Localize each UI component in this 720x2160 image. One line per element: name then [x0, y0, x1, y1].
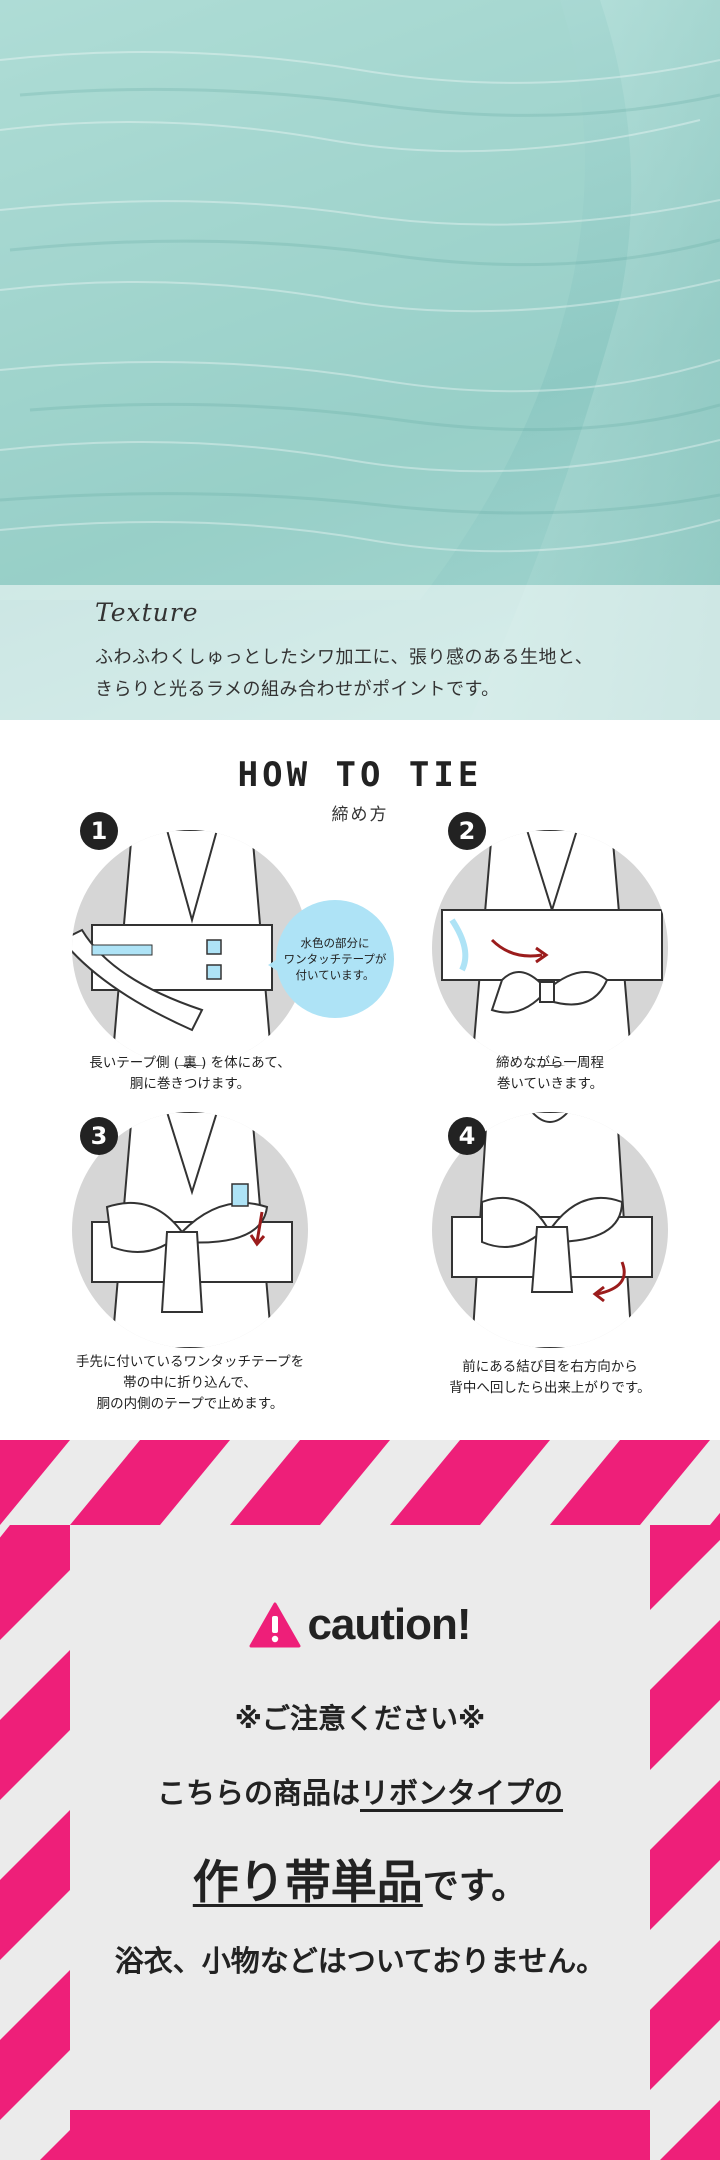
texture-title: Texture — [95, 598, 199, 627]
texture-description-line-2: きらりと光るラメの組み合わせがポイントです。 — [95, 679, 500, 700]
kimono-wrapping-bow-illustration — [441, 830, 663, 1066]
step-4-number: 4 — [448, 1117, 486, 1155]
kimono-wrap-illustration — [72, 830, 274, 1066]
caution-line-1: こちらの商品はリボンタイプの — [156, 1776, 564, 1810]
step-3-caption: 手先に付いているワンタッチテープを 帯の中に折り込んで、 胴の内側のテープで止め… — [75, 1354, 305, 1412]
single-belt-emphasis: 作り帯単品 — [192, 1855, 423, 1909]
caution-line-3: 浴衣、小物などはついておりません。 — [114, 1944, 606, 1978]
how-to-tie-subtitle: 締め方 — [331, 805, 389, 825]
texture-caption-band — [0, 585, 720, 720]
warning-icon — [249, 1602, 301, 1648]
step-1-number: 1 — [80, 812, 118, 850]
step-1-illustration — [72, 830, 308, 1066]
caution-section — [0, 1440, 720, 2160]
caution-panel — [70, 1525, 650, 2110]
caution-line-2: 作り帯単品です。 — [192, 1855, 528, 1909]
caution-subtitle: ※ご注意ください※ — [234, 1702, 486, 1735]
how-to-tie-title: HOW TO TIE — [237, 755, 483, 795]
kimono-fold-tape-illustration — [91, 1112, 293, 1348]
one-touch-tape-callout: 水色の部分に ワンタッチテープが 付いています。 — [276, 900, 394, 1018]
caution-heading: caution! — [0, 1600, 720, 1650]
fabric-texture-image — [0, 0, 720, 720]
step-3-number: 3 — [80, 1117, 118, 1155]
ribbon-type-emphasis: リボンタイプの — [360, 1776, 564, 1810]
step-2-illustration — [432, 830, 668, 1066]
step-2-caption: 締めながら一周程 巻いていきます。 — [496, 1055, 604, 1092]
caution-stripes — [0, 1440, 720, 2160]
kimono-back-bow-illustration — [451, 1112, 653, 1348]
step-2-number: 2 — [448, 812, 486, 850]
step-3-illustration — [72, 1112, 308, 1348]
step-4-caption: 前にある結び目を右方向から 背中へ回したら出来上がりです。 — [449, 1359, 651, 1396]
texture-section: Texture ふわふわくしゅっとしたシワ加工に、張り感のある生地と、 きらりと… — [0, 0, 720, 720]
step-1-caption: 長いテープ側 ( 裏 ) を体にあて、 胴に巻きつけます。 — [89, 1055, 291, 1092]
texture-description-line-1: ふわふわくしゅっとしたシワ加工に、張り感のある生地と、 — [95, 647, 594, 668]
caution-word: caution! — [307, 1600, 471, 1649]
